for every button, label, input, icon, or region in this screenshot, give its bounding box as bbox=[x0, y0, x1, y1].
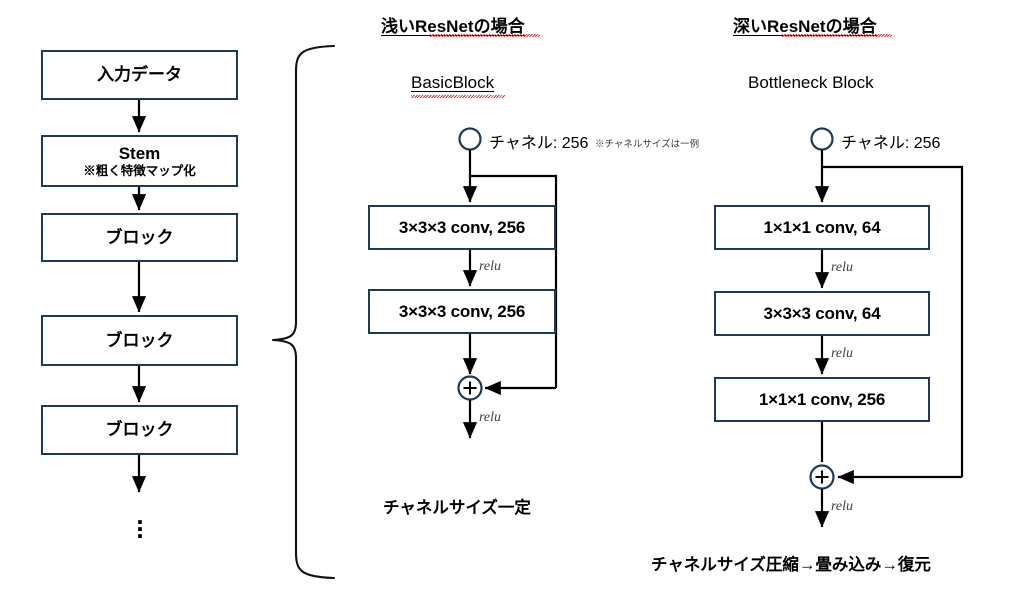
pipeline-box-label: Stem bbox=[118, 143, 161, 163]
column-title-shallow: 浅いResNetの場合 bbox=[381, 17, 525, 36]
spellcheck-underline-basicblock bbox=[411, 95, 505, 98]
pipeline-box-label: ブロック bbox=[105, 330, 174, 350]
channel-label-bottleneck: チャネル: 256 bbox=[841, 135, 941, 152]
pipeline-ellipsis: ... bbox=[136, 500, 144, 544]
conv-box-bottleneck-1[interactable]: 1×1×1 conv, 64 bbox=[714, 205, 930, 250]
column-title-deep: 深いResNetの場合 bbox=[733, 17, 877, 36]
caption-basicblock: チャネルサイズ一定 bbox=[383, 499, 531, 517]
conv-box-basicblock-1[interactable]: 3×3×3 conv, 256 bbox=[368, 205, 556, 250]
grouping-brace bbox=[271, 44, 336, 580]
conv-box-bottleneck-3[interactable]: 1×1×1 conv, 256 bbox=[714, 377, 930, 422]
conv-box-bottleneck-2[interactable]: 3×3×3 conv, 64 bbox=[714, 291, 930, 336]
channel-note-basicblock: ※チャネルサイズは一例 bbox=[595, 139, 700, 150]
spellcheck-underline-deep-title bbox=[782, 34, 892, 37]
conv-box-label: 3×3×3 conv, 64 bbox=[763, 303, 881, 323]
relu-label-basicblock-out: relu bbox=[479, 410, 502, 425]
pipeline-box-stem[interactable]: Stem ※粗く特徴マップ化 bbox=[41, 135, 238, 187]
relu-label-basicblock-1: relu bbox=[479, 259, 502, 274]
caption-bottleneck: チャネルサイズ圧縮→畳み込み→復元 bbox=[651, 556, 931, 574]
conv-box-label: 1×1×1 conv, 256 bbox=[758, 389, 886, 409]
pipeline-box-label: ブロック bbox=[105, 420, 174, 440]
pipeline-box-label: ブロック bbox=[105, 227, 174, 247]
basicblock-connectors bbox=[457, 127, 558, 439]
relu-label-bottleneck-2: relu bbox=[831, 346, 854, 361]
bottleneck-input-node bbox=[810, 127, 834, 151]
relu-label-bottleneck-out: relu bbox=[831, 499, 854, 514]
pipeline-box-note: ※粗く特徴マップ化 bbox=[83, 164, 196, 179]
pipeline-box-label: 入力データ bbox=[97, 65, 182, 85]
pipeline-box-block-2[interactable]: ブロック bbox=[41, 315, 238, 366]
conv-box-label: 1×1×1 conv, 64 bbox=[763, 217, 881, 237]
bottleneck-connectors bbox=[809, 127, 964, 528]
conv-box-label: 3×3×3 conv, 256 bbox=[398, 301, 526, 321]
spellcheck-underline-shallow-title bbox=[430, 34, 540, 37]
block-title-basicblock: BasicBlock bbox=[411, 73, 495, 92]
pipeline-box-input[interactable]: 入力データ bbox=[41, 50, 238, 100]
conv-box-label: 3×3×3 conv, 256 bbox=[398, 217, 526, 237]
basicblock-input-node bbox=[458, 127, 482, 151]
channel-label-basicblock: チャネル: 256 bbox=[489, 135, 589, 152]
relu-label-bottleneck-1: relu bbox=[831, 260, 854, 275]
pipeline-box-block-1[interactable]: ブロック bbox=[41, 213, 238, 262]
conv-box-basicblock-2[interactable]: 3×3×3 conv, 256 bbox=[368, 289, 556, 334]
block-title-bottleneck: Bottleneck Block bbox=[748, 73, 874, 92]
pipeline-box-block-3[interactable]: ブロック bbox=[41, 405, 238, 455]
